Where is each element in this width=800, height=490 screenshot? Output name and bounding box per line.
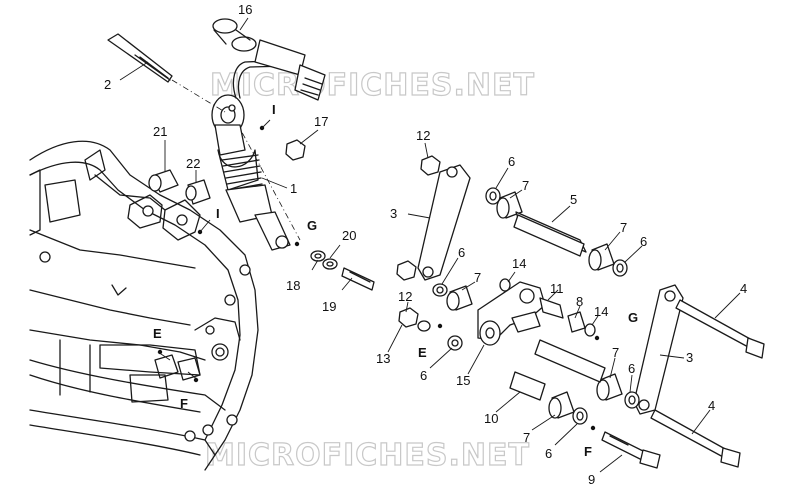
spacer-10 xyxy=(509,371,546,401)
label-19: 19 xyxy=(322,299,336,314)
part-labels: 2 16 1 21 22 17 18 20 19 12 3 6 7 5 7 6 … xyxy=(104,2,747,487)
label-7-b: 7 xyxy=(620,220,627,235)
label-14-a: 14 xyxy=(512,256,526,271)
marker-I-lower: I xyxy=(216,206,220,221)
link-rod-3-left xyxy=(417,164,471,281)
marker-G-right: G xyxy=(628,310,638,325)
bolt-4-lower xyxy=(650,409,741,468)
marker-F-left: F xyxy=(180,396,188,411)
marker-G-left: G xyxy=(307,218,317,233)
label-7-c: 7 xyxy=(474,270,481,285)
frame-assembly xyxy=(29,140,259,471)
label-12-top: 12 xyxy=(416,128,430,143)
label-6-a: 6 xyxy=(508,154,515,169)
clamp-16 xyxy=(212,18,257,52)
label-6-d: 6 xyxy=(420,368,427,383)
watermark-top: MICROFICHES.NET xyxy=(210,68,535,103)
label-22: 22 xyxy=(186,156,200,171)
label-18: 18 xyxy=(286,278,300,293)
spacer-5-body xyxy=(513,214,585,257)
label-6-c: 6 xyxy=(458,245,465,260)
label-6-b: 6 xyxy=(640,234,647,249)
bushes-7 xyxy=(446,191,623,419)
label-12-mid: 12 xyxy=(398,289,412,304)
spacer-11 xyxy=(539,297,564,319)
washers-bolt-18-19-20 xyxy=(310,250,375,291)
shock-absorber-1 xyxy=(211,39,326,251)
label-7-a: 7 xyxy=(522,178,529,193)
watermark-bottom: MICROFICHES.NET xyxy=(205,438,530,473)
washer-14-upper xyxy=(499,278,511,292)
bolt-9 xyxy=(601,431,661,469)
bolt-4-upper xyxy=(675,299,765,359)
reference-markers: I I G G E E F F xyxy=(153,102,638,459)
marker-I-upper: I xyxy=(272,102,276,117)
spacer-long xyxy=(534,339,606,383)
label-20: 20 xyxy=(342,228,356,243)
label-3-left: 3 xyxy=(390,206,397,221)
label-9: 9 xyxy=(588,472,595,487)
label-5: 5 xyxy=(570,192,577,207)
label-6-f: 6 xyxy=(545,446,552,461)
marker-F-right: F xyxy=(584,444,592,459)
bushes-21-22 xyxy=(148,169,211,205)
bolt-2 xyxy=(107,33,226,113)
label-8: 8 xyxy=(576,294,583,309)
label-7-e: 7 xyxy=(523,430,530,445)
link-rod-3-right xyxy=(633,284,684,415)
nut-12-mid xyxy=(396,260,417,281)
label-15: 15 xyxy=(456,373,470,388)
washer-14 xyxy=(584,323,596,337)
label-1: 1 xyxy=(290,181,297,196)
lever-15 xyxy=(477,281,546,346)
label-4-upper: 4 xyxy=(740,281,747,296)
label-10: 10 xyxy=(484,411,498,426)
label-7-d: 7 xyxy=(612,345,619,360)
label-21: 21 xyxy=(153,124,167,139)
label-2: 2 xyxy=(104,77,111,92)
washers-6 xyxy=(417,187,640,425)
label-4-lower: 4 xyxy=(708,398,715,413)
label-11: 11 xyxy=(550,281,564,296)
label-13: 13 xyxy=(376,351,390,366)
label-14-b: 14 xyxy=(594,304,608,319)
leader-lines xyxy=(119,17,741,473)
label-16: 16 xyxy=(238,2,252,17)
nut-17 xyxy=(285,139,306,161)
label-3-right: 3 xyxy=(686,350,693,365)
nut-12-top xyxy=(420,155,441,176)
marker-E-right: E xyxy=(418,345,427,360)
label-6-e: 6 xyxy=(628,361,635,376)
nut-13 xyxy=(398,307,419,328)
marker-E-left: E xyxy=(153,326,162,341)
label-17: 17 xyxy=(314,114,328,129)
